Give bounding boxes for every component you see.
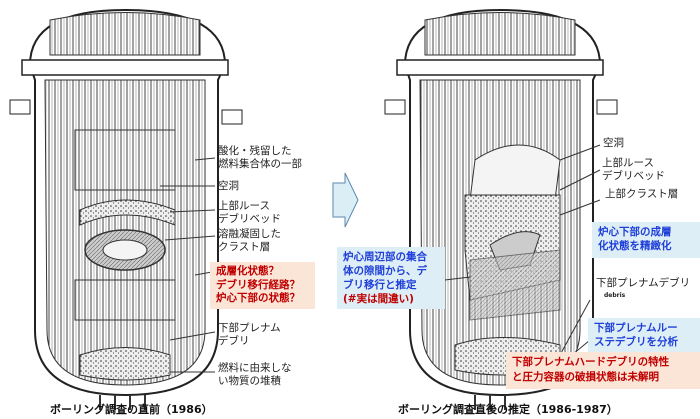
left-reactor-vessel bbox=[9, 8, 243, 410]
box-line: 炉心周辺部の集合 bbox=[343, 251, 427, 263]
label-line: デブリベッド bbox=[218, 213, 281, 225]
label-line: 燃料に由来しな bbox=[218, 362, 292, 374]
label-crust-layer: 溶融凝固したクラスト層 bbox=[218, 228, 281, 254]
arrow-right-icon bbox=[332, 172, 359, 228]
right-reactor-vessel bbox=[384, 8, 618, 410]
question-box: 成層化状態？デブリ移行経路？炉心下部の状態？ bbox=[210, 262, 315, 309]
label-upper-debris-bed-right: 上部ルースデブリベッド bbox=[602, 157, 665, 183]
label-upper-crust: 上部クラスト層 bbox=[605, 188, 679, 200]
label-line: 燃料集合体の一部 bbox=[218, 158, 302, 170]
core-stratification-box: 炉心下部の成層化状態を精緻化 bbox=[592, 222, 700, 258]
label-line: デブリベッド bbox=[602, 170, 665, 182]
right-caption: ボーリング調査直後の推定（1986-1987） bbox=[398, 403, 618, 416]
question-line: デブリ移行経路？ bbox=[216, 278, 300, 291]
label-cavity-right: 空洞 bbox=[603, 137, 624, 149]
label-debris: debris bbox=[604, 292, 626, 299]
lower-plenum-analysis-box: 下部プレナムルーステデブリを分析 bbox=[588, 318, 700, 352]
label-line: クラスト層 bbox=[218, 241, 271, 253]
label-oxidized-fuel: 酸化・残留した燃料集合体の一部 bbox=[218, 145, 302, 171]
question-line: 炉心下部の状態？ bbox=[216, 292, 300, 304]
box-line: ブリ移行と推定 bbox=[343, 279, 417, 291]
left-caption: ボーリング調査の直前（1986） bbox=[50, 403, 213, 416]
box-line: ステデブリを分析 bbox=[594, 336, 678, 348]
label-line: 溶融凝固した bbox=[218, 228, 281, 240]
box-line: と圧力容器の破損状態は未解明 bbox=[512, 371, 659, 383]
label-lower-plenum-debris-right: 下部プレナムデブリ bbox=[596, 277, 691, 289]
box-line: 下部プレナムハードデブリの特性 bbox=[512, 356, 670, 368]
question-line: 成層化状態？ bbox=[216, 265, 279, 277]
label-line: 上部ルース bbox=[602, 157, 654, 169]
label-cavity: 空洞 bbox=[218, 180, 239, 192]
label-line: デブリ bbox=[218, 335, 250, 347]
box-line: 下部プレナムルー bbox=[594, 322, 678, 334]
periphery-migration-box: 炉心周辺部の集合体の隙間から、デブリ移行と推定 (#実は間違い) bbox=[337, 247, 445, 309]
label-upper-debris-bed: 上部ルースデブリベッド bbox=[218, 200, 281, 226]
label-line: い物質の堆積 bbox=[218, 375, 281, 387]
box-line: 化状態を精緻化 bbox=[598, 240, 672, 252]
label-lower-plenum-debris: 下部プレナムデブリ bbox=[218, 322, 281, 348]
box-line: (#実は間違い) bbox=[343, 293, 414, 305]
label-line: 上部ルース bbox=[218, 200, 270, 212]
label-line: 下部プレナム bbox=[218, 322, 281, 334]
box-line: 炉心下部の成層 bbox=[598, 226, 672, 238]
box-line: 体の隙間から、デ bbox=[343, 265, 427, 277]
label-line: 酸化・残留した bbox=[218, 145, 292, 157]
unresolved-box: 下部プレナムハードデブリの特性と圧力容器の破損状態は未解明 bbox=[506, 352, 700, 389]
label-non-fuel-deposit: 燃料に由来しない物質の堆積 bbox=[218, 362, 292, 388]
